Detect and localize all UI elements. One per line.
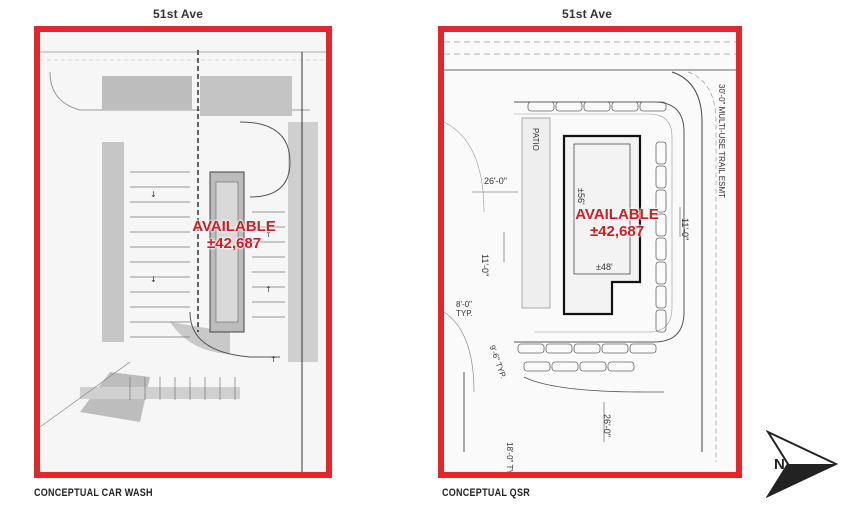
qsr-caption: CONCEPTUAL QSR bbox=[442, 487, 530, 499]
dim-label: 11'-0" bbox=[680, 218, 690, 241]
north-arrow-icon: N bbox=[765, 428, 839, 500]
available-area: ±42,687 bbox=[206, 235, 262, 252]
svg-text:↓: ↓ bbox=[150, 190, 157, 199]
dim-label: 8'-0" TYP. bbox=[456, 300, 473, 318]
dim-label: ±56' bbox=[576, 188, 586, 205]
svg-text:↑: ↑ bbox=[265, 285, 272, 294]
car-wash-caption: CONCEPTUAL CAR WASH bbox=[34, 487, 153, 499]
north-letter: N bbox=[774, 456, 785, 473]
dim-label: 18'-0" TYP. bbox=[505, 442, 514, 478]
qsr-site-plan: 26'-0" 11'-0" 11'-0" 8'-0" TYP. 9'-6" TY… bbox=[438, 26, 742, 478]
dim-label: 26'-0" bbox=[484, 176, 507, 186]
dim-label: 11'-0" bbox=[480, 254, 490, 277]
car-wash-available-label: AVAILABLE ±42,687 bbox=[174, 218, 294, 252]
available-text: AVAILABLE bbox=[575, 206, 659, 223]
patio-label: PATIO bbox=[531, 128, 540, 151]
car-wash-drawing: ↓ ↓ ↑ ↑ ↑ bbox=[40, 32, 326, 472]
left-street-label: 51st Ave bbox=[153, 7, 204, 21]
dim-label: ±48' bbox=[596, 262, 613, 272]
trail-label: 30'-0" MULTI-USE TRAIL ESMT bbox=[717, 84, 726, 199]
svg-text:↓: ↓ bbox=[150, 275, 157, 284]
svg-text:↑: ↑ bbox=[265, 230, 272, 239]
right-street-label: 51st Ave bbox=[562, 7, 613, 21]
svg-text:↑: ↑ bbox=[270, 355, 277, 364]
qsr-drawing bbox=[444, 32, 736, 472]
car-wash-site-plan: ↓ ↓ ↑ ↑ ↑ AVAILABLE ±42,687 bbox=[34, 26, 332, 478]
available-area: ±42,687 bbox=[589, 223, 645, 240]
dim-label: 26'-0" bbox=[602, 414, 612, 437]
available-text: AVAILABLE bbox=[192, 218, 276, 235]
qsr-available-label: AVAILABLE ±42,687 bbox=[562, 206, 672, 240]
